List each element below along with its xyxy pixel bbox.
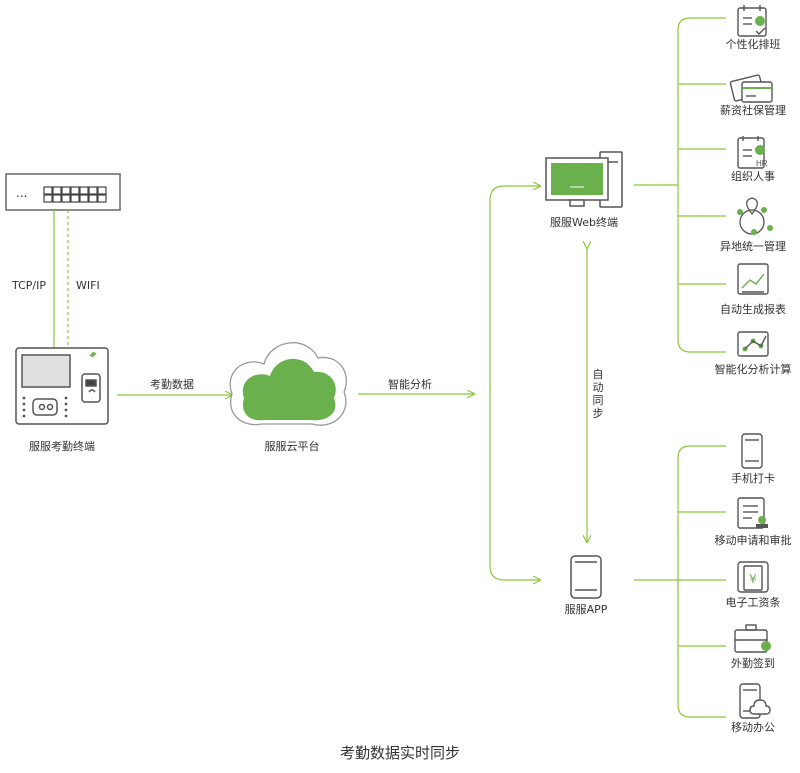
diagram-caption: 考勤数据实时同步: [339, 744, 460, 762]
wifi-label: WIFI: [76, 279, 100, 292]
app-feature-label: 移动申请和审批: [714, 534, 792, 547]
location-network-icon: [737, 197, 773, 235]
web-feature-label: 个性化排班: [725, 38, 781, 51]
cloud-platform-icon: [229, 342, 347, 426]
branch-to-web-arrow: [489, 186, 540, 394]
hr-document-icon: HR: [737, 136, 768, 169]
payslip-yen-icon: ¥: [737, 561, 769, 593]
svg-text:HR: HR: [756, 159, 768, 168]
upload-flow-label: 考勤数据: [150, 378, 194, 391]
analysis-chart-icon: [737, 331, 769, 357]
web-feature-label: 组织人事: [731, 170, 775, 183]
report-chart-icon: [737, 263, 769, 295]
svg-text:¥: ¥: [749, 572, 757, 586]
switch-dots: ...: [16, 186, 28, 200]
web-terminal-label: 服服Web终端: [550, 216, 618, 229]
app-feature-label: 电子工资条: [725, 596, 781, 609]
schedule-clipboard-icon: [737, 5, 767, 37]
web-feature-label: 智能化分析计算: [714, 363, 792, 376]
phone-icon: [741, 433, 763, 469]
attendance-terminal-icon: [15, 347, 109, 425]
approval-document-icon: [737, 497, 768, 529]
web-feature-brace: [634, 17, 726, 353]
web-feature-label: 薪资社保管理: [720, 104, 786, 117]
web-feature-label: 自动生成报表: [720, 303, 786, 316]
app-feature-label: 移动办公: [731, 721, 775, 734]
briefcase-location-icon: [734, 624, 771, 653]
app-label: 服服APP: [564, 603, 608, 616]
cloud-label: 服服云平台: [264, 440, 320, 453]
web-feature-label: 异地统一管理: [720, 240, 786, 253]
tcpip-label: TCP/IP: [12, 279, 46, 292]
salary-card-icon: [729, 74, 773, 103]
analysis-flow-label: 智能分析: [388, 378, 432, 391]
app-feature-label: 手机打卡: [731, 472, 775, 485]
sync-flow-label: 自动同步: [592, 368, 604, 420]
app-phone-icon: [570, 555, 602, 599]
network-switch-icon: [5, 173, 121, 211]
web-computer-icon: [545, 151, 623, 208]
mobile-office-icon: [739, 683, 771, 719]
branch-to-app-arrow: [489, 394, 540, 580]
app-feature-label: 外勤签到: [731, 657, 775, 670]
terminal-label: 服服考勤终端: [29, 440, 95, 453]
app-feature-brace: [634, 445, 726, 718]
